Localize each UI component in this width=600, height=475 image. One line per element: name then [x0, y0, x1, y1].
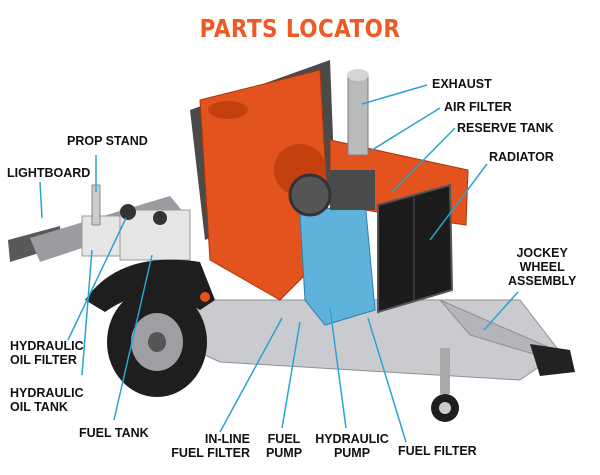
leader-jockey-wheel: [483, 291, 519, 331]
leader-fuel-filter: [367, 317, 407, 443]
jockey-wheel-hub: [439, 402, 451, 414]
label-hydraulic-oil-filter: HYDRAULIC OIL FILTER: [10, 339, 84, 367]
jockey-wheel-post: [440, 348, 450, 394]
label-hot-line-2: OIL TANK: [10, 400, 68, 414]
leader-reserve-tank: [391, 127, 456, 193]
label-jockey-line-2: WHEEL: [519, 260, 565, 274]
label-hydraulic-oil-tank: HYDRAULIC OIL TANK: [10, 386, 84, 414]
radiator-core: [377, 183, 454, 314]
label-fuel-tank: FUEL TANK: [79, 426, 149, 440]
label-reserve-tank: RESERVE TANK: [457, 121, 554, 135]
label-fuel-filter: FUEL FILTER: [398, 444, 477, 458]
label-air-filter: AIR FILTER: [444, 100, 512, 114]
exhaust-pipe: [347, 74, 369, 156]
pulley: [288, 173, 332, 217]
leader-fuel-tank: [113, 254, 153, 421]
label-jockey-line-1: JOCKEY: [516, 246, 568, 260]
wheel-hub: [148, 332, 166, 352]
label-radiator: RADIATOR: [489, 150, 554, 164]
label-hot-line-1: HYDRAULIC: [10, 386, 84, 400]
exhaust-cap: [347, 69, 369, 81]
leader-radiator: [429, 163, 488, 241]
label-hof-line-1: HYDRAULIC: [10, 339, 84, 353]
label-fp-line-1: FUEL: [267, 432, 301, 446]
label-fuel-pump: FUEL PUMP: [262, 432, 306, 460]
label-exhaust: EXHAUST: [432, 77, 492, 91]
label-hp-line-1: HYDRAULIC: [315, 432, 389, 446]
leader-fuel-pump: [281, 321, 301, 429]
fuel-tank-cap: [153, 211, 167, 225]
leader-lines: [39, 84, 519, 443]
leader-hydraulic-oil-tank: [81, 249, 93, 376]
label-fp-line-2: PUMP: [265, 446, 303, 460]
leader-air-filter: [371, 107, 441, 151]
engine-block: [299, 199, 376, 326]
hydraulic-oil-filter: [120, 204, 136, 220]
label-jockey-wheel-assembly: JOCKEY WHEEL ASSEMBLY: [508, 246, 576, 288]
label-jockey-line-3: ASSEMBLY: [508, 274, 577, 288]
leader-lightboard: [39, 181, 43, 219]
housing-top-cap: [208, 101, 248, 119]
label-lightboard: LIGHTBOARD: [7, 166, 91, 180]
label-prop-stand: PROP STAND: [67, 134, 148, 148]
fender-reflector: [200, 292, 210, 302]
label-hof-line-2: OIL FILTER: [10, 353, 77, 367]
tow-hitch: [530, 344, 575, 376]
label-inline-fuel-filter: IN-LINE FUEL FILTER: [160, 432, 250, 460]
engine-head: [330, 170, 375, 210]
page-title: PARTS LOCATOR: [199, 14, 401, 43]
leader-exhaust: [361, 84, 428, 105]
label-iff-line-1: IN-LINE: [204, 432, 250, 446]
leader-hydraulic-oil-filter: [67, 217, 127, 341]
label-iff-line-2: FUEL FILTER: [171, 446, 250, 460]
leader-inline-fuel-filter: [219, 317, 283, 433]
hydraulic-oil-tank: [81, 215, 121, 257]
leader-hydraulic-pump: [329, 307, 347, 429]
label-hydraulic-pump: HYDRAULIC PUMP: [312, 432, 392, 460]
label-hp-line-2: PUMP: [333, 446, 371, 460]
